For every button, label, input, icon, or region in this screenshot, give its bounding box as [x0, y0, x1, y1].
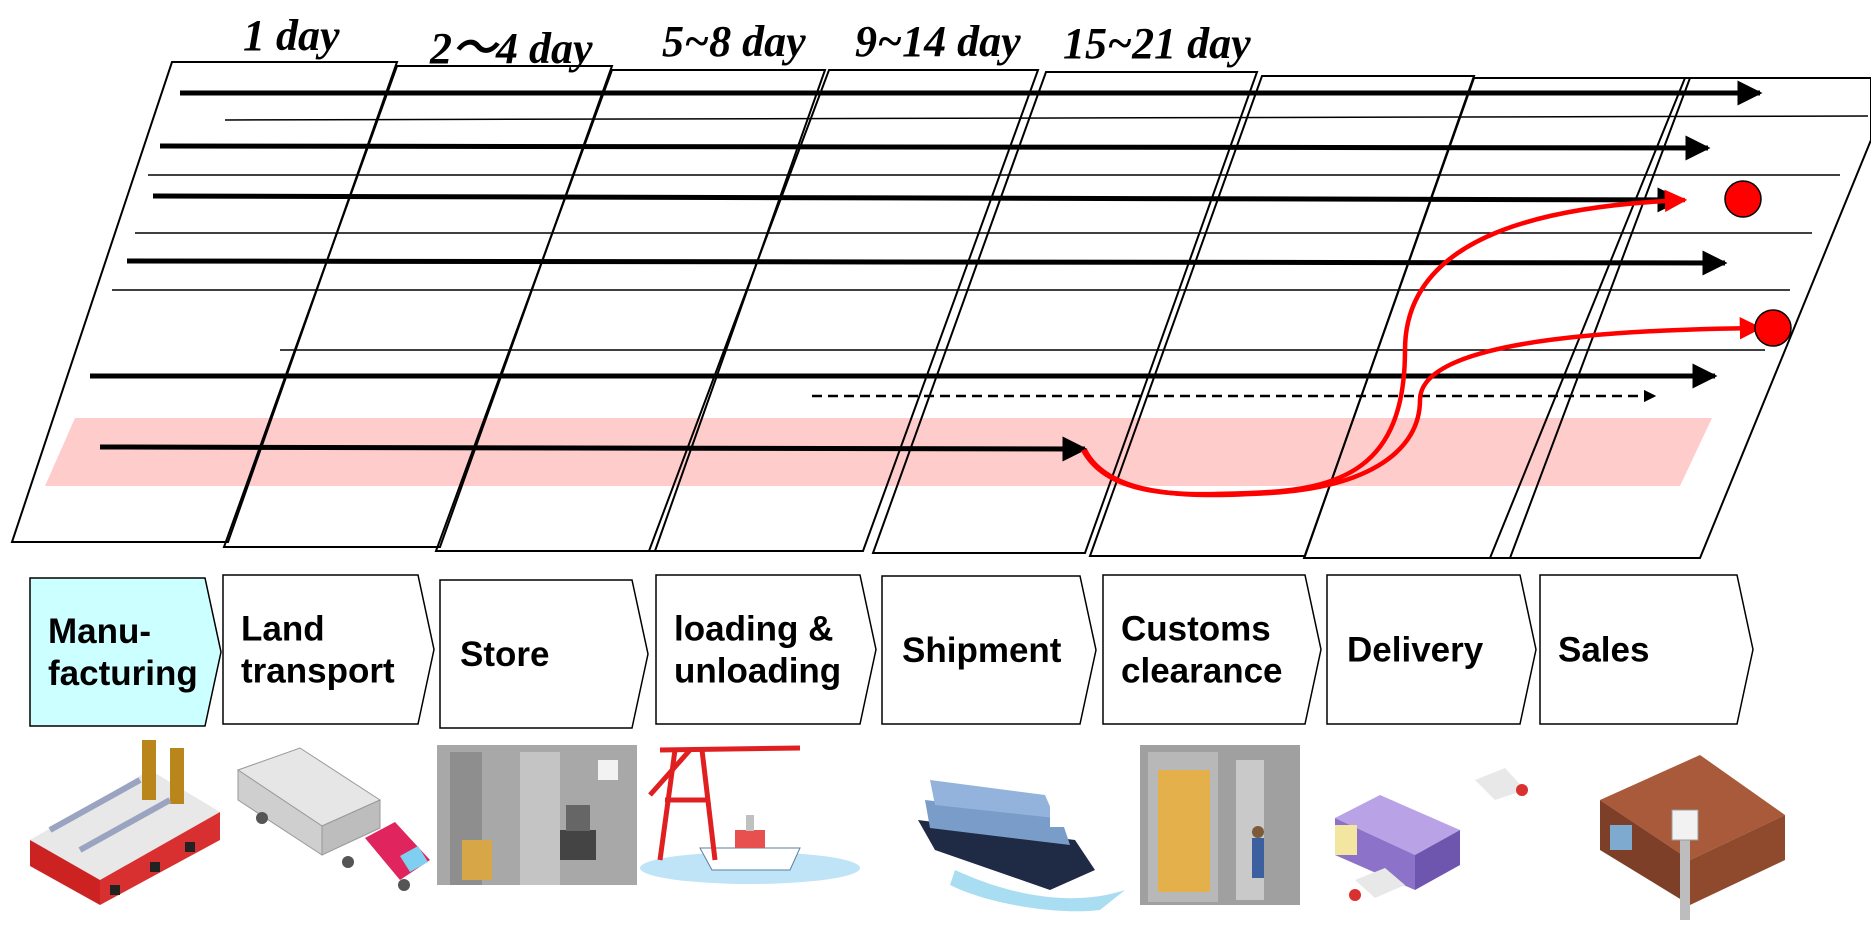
stage-label: clearance [1121, 652, 1283, 691]
stage-shipment: Shipment [881, 575, 1097, 725]
stage-icons [30, 740, 1785, 920]
timeline-column [871, 71, 1259, 554]
red-routes [1081, 189, 1763, 498]
day-label: 9~14 day [855, 17, 1021, 66]
timeline-column [647, 69, 1040, 552]
stage-sales: Sales [1539, 574, 1754, 725]
stage-label: loading & [674, 610, 833, 649]
stage-label: Manu- [48, 612, 151, 651]
factory-icon [30, 740, 220, 905]
row-lines [112, 115, 1869, 351]
stage-label: Sales [1558, 631, 1649, 670]
stage-loading-unloading: loading &unloading [655, 574, 877, 725]
stage-chevron [222, 574, 435, 725]
timeline-column [222, 65, 614, 548]
stage-chevron [881, 575, 1097, 725]
day-label: 1 day [243, 11, 340, 60]
day-label: 2～4 day [430, 24, 593, 73]
day-label: 5~8 day [662, 17, 806, 66]
stage-chevron [1539, 574, 1754, 725]
stage-chevron [29, 577, 222, 727]
stage-label: facturing [48, 654, 198, 693]
container-ship-icon [918, 780, 1125, 912]
timeline-column [1488, 77, 1871, 559]
stage-label: Customs [1121, 610, 1271, 649]
stage-label: Store [460, 635, 549, 674]
endpoint-dot [1754, 309, 1792, 347]
delivery-icon [1335, 768, 1528, 901]
crane-ship-icon [640, 745, 860, 884]
stage-label: transport [241, 652, 395, 691]
stage-chevron [1326, 574, 1537, 725]
stage-delivery: Delivery [1326, 574, 1537, 725]
highlight-band [45, 418, 1712, 486]
stage-chevron [1102, 574, 1322, 725]
warehouse-icon [437, 745, 637, 885]
stage-store: Store [439, 579, 649, 729]
timeline-column [10, 61, 399, 543]
stage-label: unloading [674, 652, 841, 691]
flow-arrow [159, 135, 1711, 161]
customs-icon [1140, 745, 1300, 905]
truck-icon [236, 747, 430, 891]
day-label: 15~21 day [1063, 19, 1251, 68]
stage-chevron [439, 579, 649, 729]
stage-label: Delivery [1347, 631, 1484, 670]
timeline-columns [10, 61, 1871, 559]
stage-chevron [655, 574, 877, 725]
stage-manufacturing: Manu-facturing [29, 577, 222, 727]
flow-arrow [126, 250, 1728, 276]
stage-label: Land [241, 610, 325, 649]
flow-arrow [99, 436, 1088, 462]
endpoint-dot [1724, 180, 1762, 218]
store-icon [1600, 755, 1785, 920]
row-line [224, 115, 1869, 121]
red-route [1082, 316, 1763, 498]
flow-arrows [90, 80, 1763, 462]
flow-arrow [152, 187, 1683, 213]
stage-label: Shipment [902, 631, 1062, 670]
